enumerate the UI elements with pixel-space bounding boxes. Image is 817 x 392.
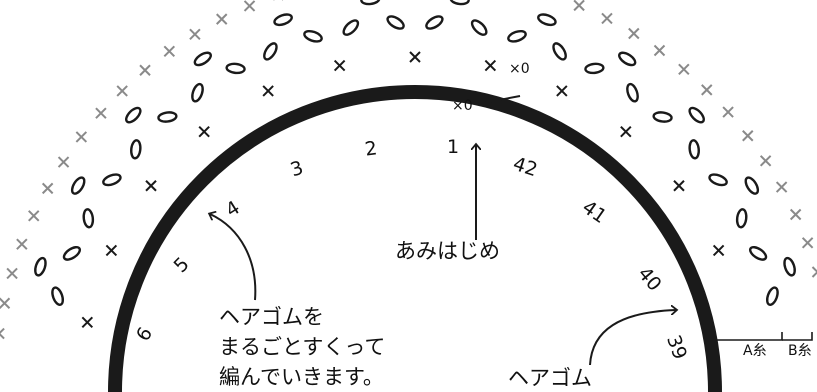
hair-band-note-arrow [210, 214, 257, 301]
edging-cross-mark [116, 85, 128, 97]
single-crochet-mark [556, 85, 568, 97]
single-crochet-mark [105, 244, 118, 257]
hair-band-note-line-3: 編んでいきます。 [219, 365, 384, 389]
edging-cross-mark [628, 27, 640, 40]
chain-stitch-loop [386, 15, 405, 30]
start-connector [477, 95, 521, 105]
single-crochet-mark [712, 244, 725, 257]
hair-band-label: ヘアゴム [508, 366, 592, 390]
chain-stitch-loop [82, 208, 95, 229]
chain-stitch-loop [470, 19, 488, 36]
edging-cross-mark [759, 155, 772, 167]
single-crochet-mark [333, 59, 346, 72]
chain-stitch-loop [552, 42, 567, 61]
chain-stitch-loop [62, 245, 82, 261]
hair-band-note: ヘアゴムを まるごとすくって 編んでいきます。 [219, 302, 385, 392]
edging-cross-mark [189, 28, 201, 40]
stitch-marks [81, 51, 725, 329]
chain-stitch-loop [744, 176, 760, 195]
edging-cross-mark [801, 237, 814, 249]
edging-row [0, 0, 817, 340]
stitch-number-2: 2 [363, 137, 379, 161]
hair-band-arrow [589, 310, 676, 366]
edging-cross-mark [16, 238, 28, 250]
chain-stitch-loop [652, 111, 673, 123]
chain-stitch-loop [125, 106, 142, 124]
chain-stitch-loop [735, 208, 748, 229]
yarn-b-bracket [782, 332, 813, 341]
start-stitch-symbol: ×0 [452, 98, 473, 114]
chain-stitch-loop [537, 13, 557, 27]
yarn-b-label: B糸 [788, 343, 812, 359]
edging-cross-mark [789, 208, 802, 221]
chain-loops [34, 0, 796, 307]
chain-stitch-loop [360, 0, 381, 6]
chain-stitch-loop [70, 176, 86, 195]
hair-band-note-line-2: まるごとすくって [219, 335, 386, 359]
stitch-number-1: 1 [447, 136, 460, 158]
chain-stitch-loop [34, 256, 47, 277]
chain-stitch-loop [688, 139, 700, 160]
chain-stitch-loop [191, 82, 204, 103]
edging-cross-mark [139, 64, 151, 76]
chain-stitch-loop [303, 29, 323, 43]
edging-cross-mark [216, 13, 228, 25]
chain-stitch-loop [783, 256, 796, 277]
edging-cross-mark [722, 106, 734, 118]
hair-band-arc [108, 85, 722, 392]
edging-cross-mark [742, 130, 754, 142]
chain-stitch-loop [584, 62, 605, 75]
edging-cross-mark [75, 131, 88, 143]
chain-stitch-loop [51, 286, 65, 307]
single-crochet-mark [81, 316, 94, 329]
single-crochet-mark [673, 180, 685, 192]
single-crochet-mark [198, 125, 210, 138]
chain-stitch-loop [193, 51, 212, 67]
edging-cross-mark [601, 12, 613, 25]
edging-cross-mark [678, 63, 690, 76]
chain-stitch-loop [342, 19, 360, 36]
chain-stitch-loop [688, 106, 705, 124]
edging-cross-mark [0, 327, 5, 340]
edging-cross-mark [811, 266, 817, 278]
chain-stitch-loop [273, 13, 293, 27]
single-crochet-mark [409, 51, 421, 63]
edging-cross-mark [243, 0, 256, 12]
hair-band-note-line-1: ヘアゴムを [219, 305, 324, 329]
edging-cross-mark [653, 44, 666, 57]
single-crochet-mark [620, 125, 632, 138]
edging-cross-mark [41, 182, 54, 195]
chain-stitch-loop [102, 173, 122, 187]
single-crochet-mark [484, 59, 497, 72]
chain-stitch-loop [618, 51, 637, 67]
single-crochet-mark [262, 85, 274, 97]
edging-cross-mark [701, 84, 713, 96]
chain-stitch-loop [157, 111, 178, 123]
start-label: あみはじめ [395, 239, 500, 263]
top-stitch-symbol: ×0 [509, 61, 530, 77]
chain-stitch-loop [626, 82, 639, 103]
chain-stitch-loop [708, 173, 728, 187]
edging-cross-mark [28, 210, 40, 222]
chain-stitch-loop [449, 0, 470, 6]
chain-stitch-loop [225, 62, 246, 75]
chain-stitch-loop [425, 15, 444, 30]
edging-cross-mark [163, 45, 176, 58]
chain-stitch-loop [130, 139, 142, 160]
yarn-a-bracket [711, 332, 783, 341]
single-crochet-mark [145, 180, 157, 192]
edging-cross-mark [573, 0, 585, 12]
edging-cross-mark [57, 156, 70, 168]
edging-cross-mark [95, 107, 107, 119]
chain-stitch-loop [507, 29, 527, 43]
edging-cross-mark [0, 297, 11, 309]
edging-cross-mark [6, 267, 18, 280]
edging-cross-mark [775, 181, 788, 193]
chain-stitch-loop [748, 245, 768, 261]
chain-stitch-loop [263, 42, 278, 61]
yarn-a-label: A糸 [743, 343, 767, 359]
chain-stitch-loop [765, 286, 779, 307]
